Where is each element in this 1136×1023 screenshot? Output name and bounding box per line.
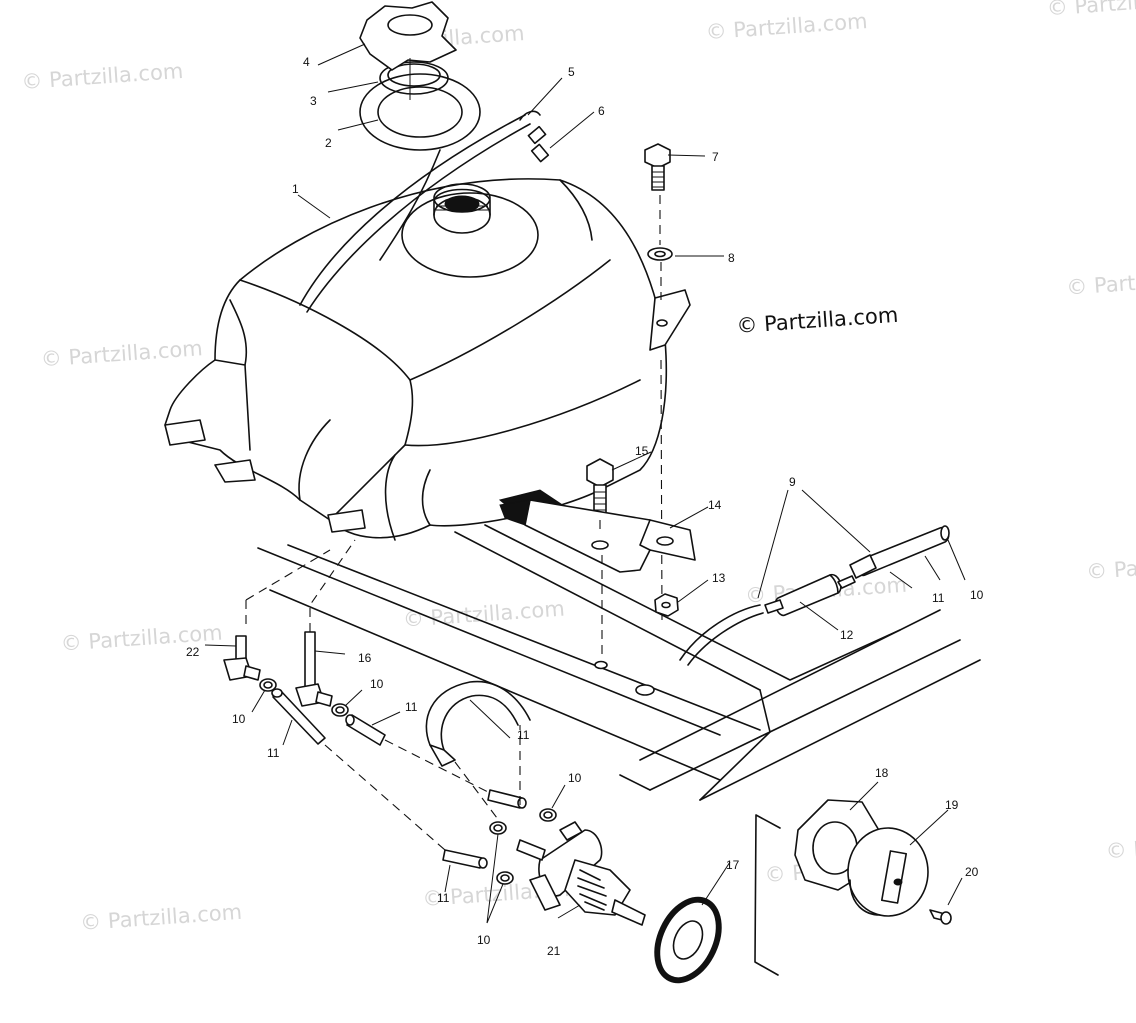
callout-19: 19 [945, 798, 959, 812]
watermark: © Partzilla.com [40, 336, 203, 371]
copyright-text: © Partzilla.com [736, 303, 899, 338]
routing-lines [245, 539, 521, 851]
fuel-tank [164, 114, 691, 541]
watermark: © Partzilla.com [1066, 264, 1136, 299]
watermark: © Partzilla.com [402, 597, 565, 632]
cap-gasket-large [359, 73, 481, 151]
callout-12: 12 [840, 628, 854, 642]
callout-11: 11 [517, 728, 530, 742]
callout-7: 7 [712, 150, 719, 164]
watermark: © Partzilla.com [1105, 828, 1136, 863]
nut-13 [654, 593, 679, 617]
callout-6: 6 [598, 104, 605, 118]
callout-21: 21 [547, 944, 561, 958]
callout-3: 3 [310, 94, 317, 108]
callout-8: 8 [728, 251, 735, 265]
leader-lines [204, 43, 966, 924]
fitting-16 [295, 631, 333, 707]
callout-11: 11 [932, 591, 945, 605]
hose-11-right [849, 525, 950, 579]
callout-10: 10 [370, 677, 384, 691]
fuel-filter-12 [764, 573, 856, 617]
callout-10: 10 [477, 933, 491, 947]
bracket-14 [499, 499, 696, 573]
callout-18: 18 [875, 766, 889, 780]
callout-11: 11 [267, 746, 280, 760]
callout-labels: 4 3 2 1 5 6 7 8 15 14 13 9 11 10 12 22 1… [186, 55, 984, 958]
callout-14: 14 [708, 498, 722, 512]
callout-5: 5 [568, 65, 575, 79]
callout-13: 13 [712, 571, 726, 585]
clamps-10 [259, 678, 557, 885]
callout-4: 4 [303, 55, 310, 69]
cap-seal [379, 61, 449, 95]
callout-1: 1 [292, 182, 299, 196]
gasket-17 [654, 896, 722, 984]
frame-hole [635, 684, 655, 696]
callout-16: 16 [358, 651, 372, 665]
hose-pieces-11 [271, 680, 531, 869]
vent-fitting [519, 110, 550, 163]
group-bracket [754, 814, 781, 976]
callout-17: 17 [726, 858, 740, 872]
callout-11: 11 [437, 891, 450, 905]
watermark: © Partzilla.com [1046, 0, 1136, 20]
watermark: © Partzilla.com [705, 9, 868, 44]
callout-9: 9 [789, 475, 796, 489]
screw-20 [929, 909, 952, 925]
watermark: © Partzilla.com [79, 900, 242, 935]
callout-10: 10 [232, 712, 246, 726]
callout-20: 20 [965, 865, 979, 879]
watermark: © Partzilla.com [1085, 549, 1136, 584]
callout-11: 11 [405, 700, 418, 714]
callout-10: 10 [568, 771, 582, 785]
callout-10: 10 [970, 588, 984, 602]
fuel-valve-21 [516, 821, 646, 926]
callout-2: 2 [325, 136, 332, 150]
bolt-7 [644, 143, 671, 191]
callout-22: 22 [186, 645, 200, 659]
filler-cap-assembly [359, 1, 481, 151]
fitting-22 [223, 635, 261, 681]
frame-hole [594, 660, 608, 670]
hose-11-filter-left [679, 604, 764, 666]
bolt-15 [586, 458, 614, 516]
watermark: © Partzilla.com [21, 59, 184, 94]
fuel-cap [359, 1, 457, 71]
callout-15: 15 [635, 444, 649, 458]
knob-19 [847, 827, 929, 917]
washer-8 [647, 247, 673, 261]
